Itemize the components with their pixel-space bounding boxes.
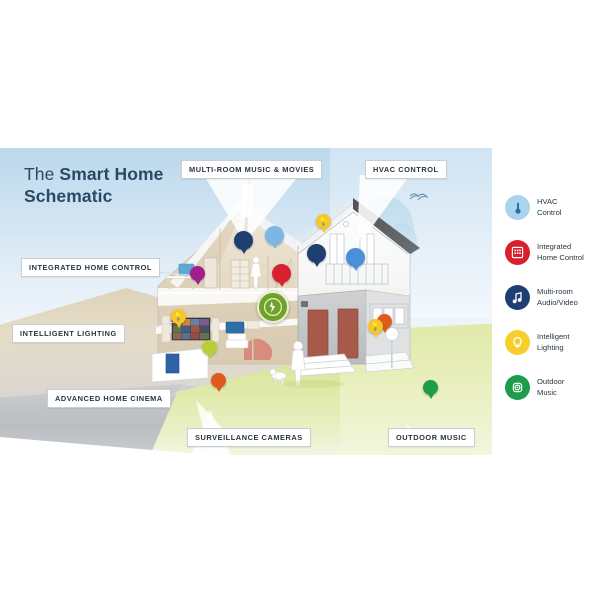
speaker-icon bbox=[505, 375, 530, 400]
legend-label-line2: Home Control bbox=[537, 252, 584, 262]
legend-label: Outdoor Music bbox=[537, 377, 564, 398]
camera-icon: ◉ bbox=[215, 375, 222, 385]
pin-music-attic[interactable]: ♫ bbox=[234, 231, 253, 254]
pin-light-cinema[interactable]: 💡 bbox=[171, 309, 186, 328]
equipment-rack bbox=[230, 259, 250, 289]
callout-advanced-home-cinema[interactable]: ADVANCED HOME CINEMA bbox=[47, 389, 171, 408]
panel-right-fade bbox=[590, 148, 600, 455]
pin-control-panel[interactable]: ▣ bbox=[272, 264, 291, 287]
legend-label-line1: Multi-room bbox=[537, 287, 573, 297]
legend-label: Integrated Home Control bbox=[537, 242, 584, 263]
music-note-icon bbox=[505, 285, 530, 310]
garage-door-right bbox=[337, 308, 359, 359]
callout-integrated-home-control[interactable]: INTEGRATED HOME CONTROL bbox=[21, 258, 160, 277]
pin-hvac-upper[interactable]: 🌡 bbox=[346, 248, 365, 271]
person-front-yard bbox=[290, 340, 306, 387]
pin-music-upper[interactable]: ♫ bbox=[307, 244, 326, 267]
basement-entry bbox=[151, 347, 209, 383]
front-steps bbox=[297, 353, 357, 377]
pin-lime-speaker[interactable]: ◉ bbox=[202, 340, 217, 359]
callout-outdoor-music[interactable]: OUTDOOR MUSIC bbox=[388, 428, 475, 447]
speaker-icon: ◉ bbox=[206, 342, 213, 352]
mailbox-post bbox=[246, 320, 260, 366]
camera-icon: ◉ bbox=[381, 316, 388, 326]
control-panel-icon bbox=[505, 240, 530, 265]
garage-keypad bbox=[301, 301, 308, 307]
legend-label: Intelligent Lighting bbox=[537, 332, 570, 353]
smart-home-schematic-panel: The Smart Home Schematic bbox=[0, 148, 600, 455]
legend-label-line1: HVAC bbox=[537, 197, 558, 207]
thermometer-icon bbox=[505, 195, 530, 220]
thermometer-icon: 🌡 bbox=[349, 252, 362, 262]
callout-hvac-control[interactable]: HVAC CONTROL bbox=[365, 160, 447, 179]
street-lamp bbox=[385, 327, 399, 368]
callout-surveillance-cameras[interactable]: SURVEILLANCE CAMERAS bbox=[187, 428, 311, 447]
legend-label-line2: Control bbox=[537, 207, 562, 217]
badge-energy[interactable] bbox=[257, 291, 289, 323]
person-upstairs bbox=[250, 256, 262, 289]
title-line2: Schematic bbox=[24, 186, 113, 207]
legend-item-multi-room-audio-video[interactable]: Multi-room Audio/Video bbox=[505, 285, 600, 310]
legend-label-line2: Lighting bbox=[537, 342, 564, 352]
callout-multi-room-music-movies[interactable]: MULTI-ROOM MUSIC & MOVIES bbox=[181, 160, 323, 179]
control-panel-icon: ▣ bbox=[277, 268, 286, 278]
legend-label: Multi-room Audio/Video bbox=[537, 287, 578, 308]
legend-label-line1: Outdoor bbox=[537, 377, 565, 387]
music-note-icon: ♫ bbox=[240, 235, 247, 245]
energy-badge-icon bbox=[264, 298, 282, 316]
pin-desk-purple[interactable]: ▤ bbox=[190, 266, 205, 285]
legend: HVAC Control Integrated Home Control bbox=[505, 195, 600, 420]
legend-item-integrated-home-control[interactable]: Integrated Home Control bbox=[505, 240, 600, 265]
legend-label-line1: Integrated bbox=[537, 242, 572, 252]
pin-light-porch[interactable]: 💡 bbox=[368, 319, 383, 338]
title-bold: Smart Home bbox=[59, 164, 164, 184]
legend-label-line1: Intelligent bbox=[537, 332, 570, 342]
lightbulb-icon: 💡 bbox=[173, 311, 184, 321]
lightbulb-icon: 💡 bbox=[370, 321, 381, 331]
pin-camera-garage[interactable]: ◉ bbox=[211, 373, 226, 392]
lightbulb-icon bbox=[505, 330, 530, 355]
legend-item-hvac-control[interactable]: HVAC Control bbox=[505, 195, 600, 220]
pin-light-attic[interactable]: 💡 bbox=[316, 214, 331, 233]
legend-label-line2: Music bbox=[537, 387, 557, 397]
pin-outdoor-speaker[interactable]: ◉ bbox=[423, 380, 438, 399]
legend-label: HVAC Control bbox=[537, 197, 561, 218]
callout-intelligent-lighting[interactable]: INTELLIGENT LIGHTING bbox=[12, 324, 125, 343]
legend-item-intelligent-lighting[interactable]: Intelligent Lighting bbox=[505, 330, 600, 355]
thermometer-icon: 🌡 bbox=[268, 230, 281, 240]
legend-item-outdoor-music[interactable]: Outdoor Music bbox=[505, 375, 600, 400]
monitor-icon: ▤ bbox=[193, 268, 202, 278]
home-cinema-room bbox=[161, 315, 245, 343]
lightbulb-icon: 💡 bbox=[318, 216, 329, 226]
legend-label-line2: Audio/Video bbox=[537, 297, 578, 307]
pin-hvac-attic[interactable]: 🌡 bbox=[265, 226, 284, 249]
dog bbox=[269, 368, 287, 385]
title-prefix: The bbox=[24, 164, 60, 184]
bird-icon bbox=[409, 193, 429, 201]
page-title: The Smart Home Schematic bbox=[24, 163, 214, 208]
music-note-icon: ♫ bbox=[313, 248, 320, 258]
speaker-icon: ◉ bbox=[427, 382, 434, 392]
cinema-seating bbox=[244, 338, 273, 360]
